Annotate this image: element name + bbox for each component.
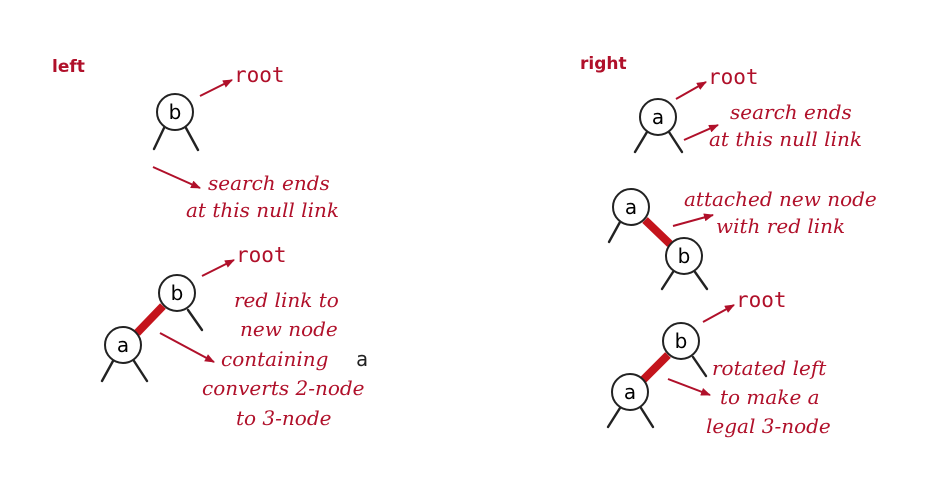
left-root-arrow-2 [201,259,235,277]
right-null-link-b2-left [660,270,675,291]
left-node-b-1-key: b [169,100,182,124]
right-attach-arrow [672,213,714,227]
right-root-label-3: root [736,288,787,312]
left-null-link-b-right [186,308,204,332]
left-annotation-2-line-1: red link to [234,288,339,312]
left-heading: left [52,57,85,77]
right-annotation-3-line-3: legal 3-node [706,414,831,438]
left-annotation-2-line-5: to 3-node [236,406,331,430]
right-annotation-2-line-2: with red link [716,214,845,238]
right-node-a-1-key: a [652,105,664,129]
left-root-arrow-1 [199,79,233,97]
left-null-link-left-1 [152,126,166,151]
left-node-a-2 [104,326,142,364]
right-heading: right [580,54,627,74]
left-annotation-1-line-2: at this null link [186,198,339,222]
left-annotation-2: red link to new node containing converts… [202,288,371,430]
right-root-arrow-3 [702,304,735,323]
right-node-a-2-key: a [625,195,637,219]
left-root-label-2: root [236,243,287,267]
left-annotation-2-line-2: new node [240,317,338,341]
right-null-link-right-1 [667,130,684,154]
right-node-b-2 [665,237,703,275]
right-null-link-left-1 [633,130,649,154]
left-red-link [134,303,166,336]
left-annotation-1-line-1: search ends [208,171,330,195]
left-node-b-2-key: b [171,281,184,305]
right-node-b-2-key: b [678,244,691,268]
right-node-b-3-key: b [675,329,688,353]
left-null-link-a-right [132,359,149,383]
left-node-b-2 [158,274,196,312]
right-root-arrow-1 [675,81,707,100]
right-annotation-1-line-2: at this null link [709,127,862,151]
left-annotation-2-line-4: converts 2-node [202,376,365,400]
right-null-link-b3-right [691,355,708,378]
right-node-a-3 [611,373,649,411]
right-annotation-3-line-2: to make a [720,385,820,409]
right-annotation-3: rotated left to make a legal 3-node [706,356,833,438]
left-root-label-1: root [234,63,285,87]
right-node-b-3 [662,322,700,360]
left-annotation-1: search ends at this null link [186,171,339,222]
left-annotation-2-line-3: containing [221,347,328,371]
right-annotation-2: attached new node with red link [684,187,883,238]
right-rotate-arrow [667,378,711,396]
left-null-link-a-left [100,359,115,383]
right-null-link-a2-left [607,220,622,244]
right-node-a-2 [612,188,650,226]
right-red-link-2 [642,217,673,247]
left-null-link-right-1 [184,126,200,152]
right-annotation-3-line-1: rotated left [712,356,827,380]
left-node-a-2-key: a [117,333,129,357]
right-root-label-1: root [708,65,759,89]
left-red-link-arrow [159,332,215,363]
right-search-arrow [683,124,719,141]
right-annotation-1: search ends at this null link [709,100,862,151]
right-null-link-a3-right [639,406,655,429]
right-node-a-3-key: a [624,380,636,404]
right-null-link-b2-right [693,270,709,291]
right-annotation-1-line-1: search ends [730,100,852,124]
right-node-a-1 [639,98,677,136]
right-red-link-3 [639,352,671,384]
right-annotation-2-line-1: attached new node [684,187,877,211]
right-null-link-a3-left [606,406,622,429]
left-node-b-1 [156,93,194,131]
left-search-arrow [152,166,201,189]
left-annotation-2-key: a [356,347,368,371]
